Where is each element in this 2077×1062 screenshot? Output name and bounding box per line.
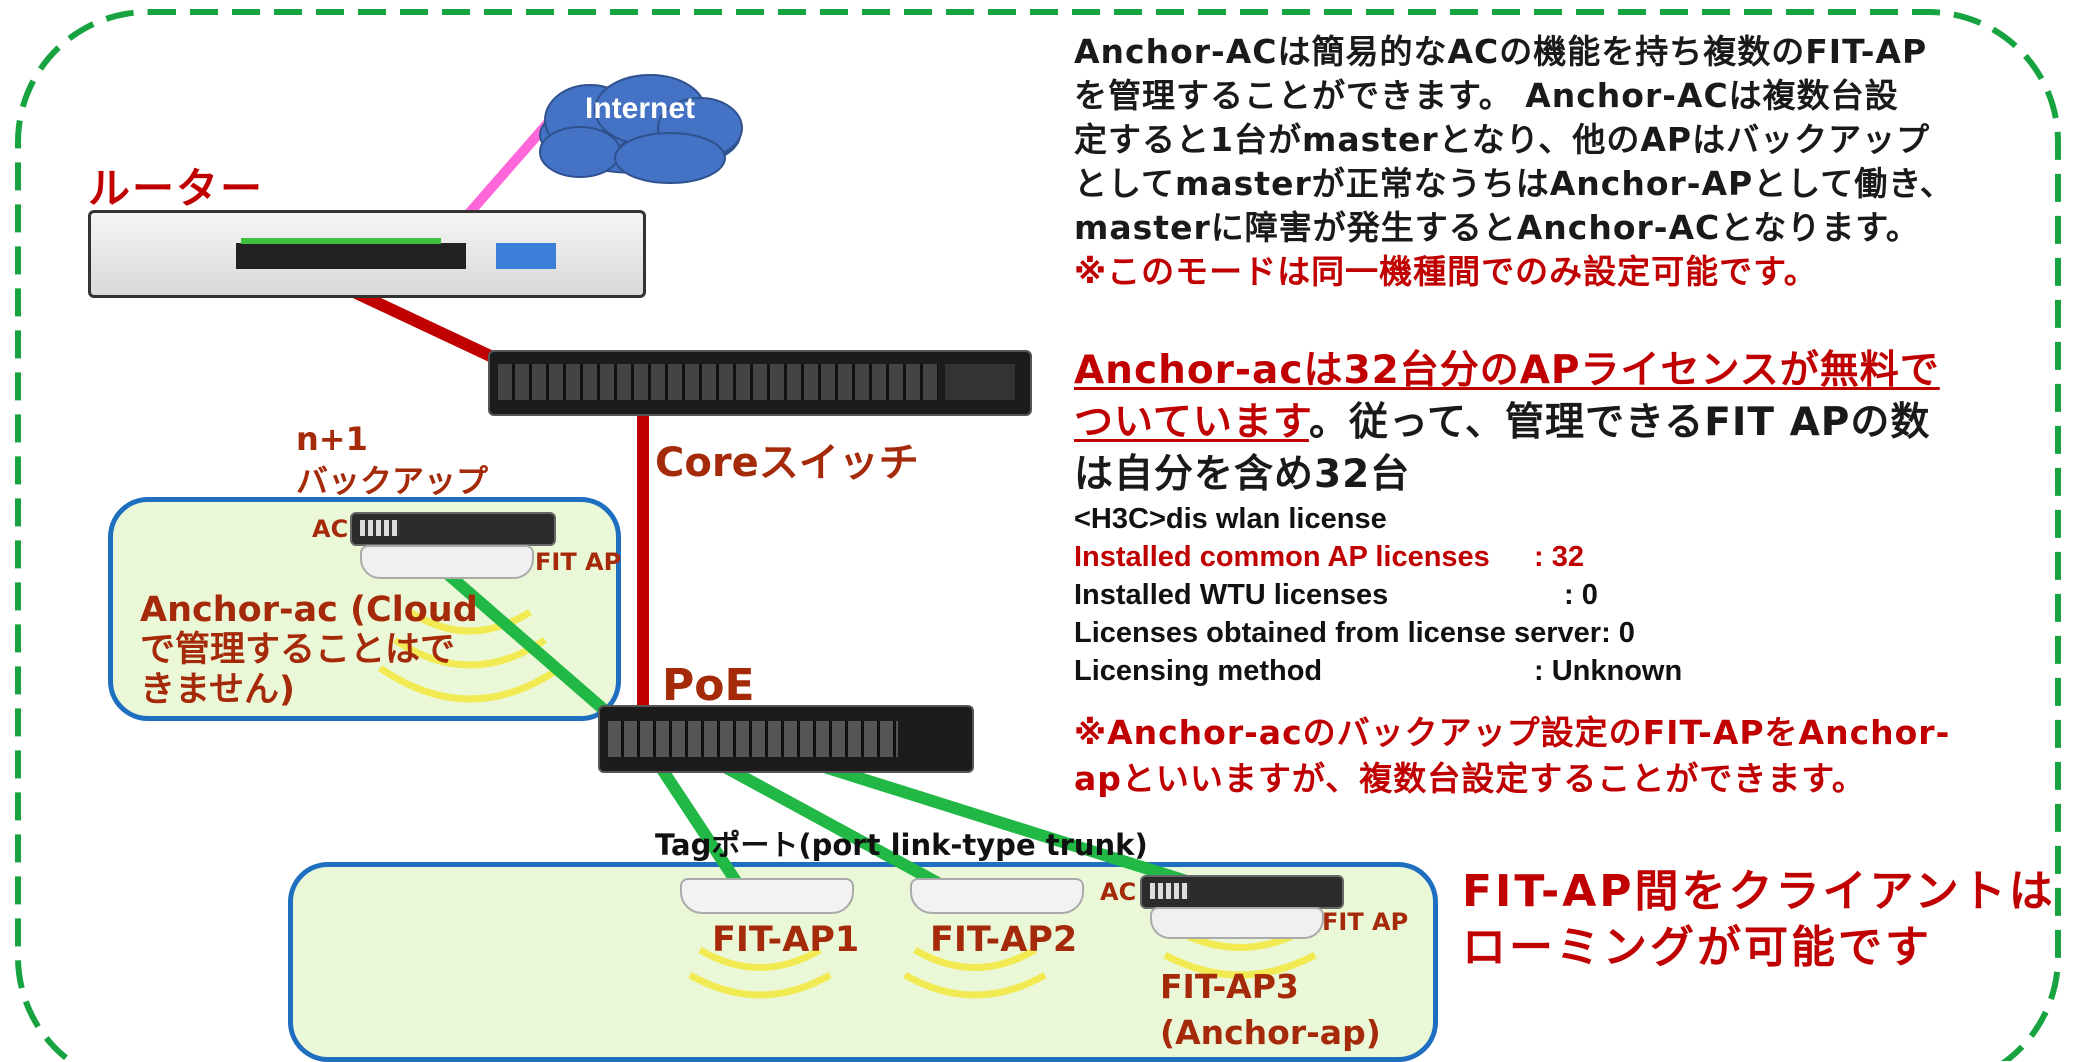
ap1-label: FIT-AP1 [712,920,860,960]
anchor-ap-note-line2: apといいますが、複数台設定することができます。 [1074,759,1866,798]
fit-ap3-device [1150,907,1324,939]
desc-line-4: としてmasterが正常なうちはAnchor-APとして働き、 [1074,164,1954,203]
router-led-panel [571,238,611,268]
router-label: ルーター [88,164,265,213]
license-highlight-1: Anchor-acは32台分のAPライセンスが無料で [1074,348,1940,393]
ap2-label: FIT-AP2 [930,920,1078,960]
cli-row-0-value: : 32 [1534,541,1584,573]
cli-command: <H3C>dis wlan license [1074,503,1387,535]
desc-line-2: を管理することができます。 Anchor-ACは複数台設 [1074,76,1899,115]
ap3-label-line1: FIT-AP3 [1160,967,1299,1006]
anchor-ac-label: AC [312,515,349,543]
anchor-ap-note-line1: ※Anchor-acのバックアップ設定のFIT-APをAnchor- [1074,713,1951,752]
core-switch-device [488,350,1032,416]
ap3-ac-device [1140,875,1344,909]
tag-port-label: Tagポート(port link-type trunk) [655,828,1148,862]
license-rest-1: 。従って、管理できるFIT APの数 [1308,400,1931,445]
cli-row-2: Licenses obtained from license server: 0 [1074,614,1974,652]
roaming-text: FIT-AP間をクライアントは ローミングが可能です [1462,864,2056,976]
cli-row-1: Installed WTU licenses : 0 [1074,576,1974,614]
router-port-leds [241,238,441,244]
cli-row-1-label: Installed WTU licenses [1074,579,1389,611]
fit-ap2-device [910,878,1084,914]
ap3-label: FIT-AP3 (Anchor-ap) [1160,964,1381,1056]
license-highlight-2: ついています [1074,400,1309,445]
anchor-caption-line3: きません) [140,670,295,710]
cli-row-3: Licensing method : Unknown [1074,652,1974,690]
ap3-ac-label: AC [1100,878,1137,906]
roaming-line1: FIT-AP間をクライアントは [1462,866,2056,917]
roaming-line2: ローミングが可能です [1462,922,1932,973]
cli-row-2-value: : 0 [1601,617,1635,649]
anchor-ac-device [350,512,556,546]
ap3-fitap-label: FIT AP [1322,908,1409,936]
cli-row-2-label: Licenses obtained from license server [1074,617,1602,649]
anchor-ac-ports [360,520,400,536]
core-label: Coreスイッチ [655,440,919,486]
cli-row-1-value: : 0 [1564,579,1598,611]
wifi-arcs-ap1 [688,946,832,999]
license-rest-2: は自分を含め32台 [1074,452,1411,497]
router-port-block [236,243,466,269]
outer-dashed-frame [15,9,2061,1061]
ap3-label-line2: (Anchor-ap) [1160,1013,1381,1052]
anchor-caption: Anchor-ac (Cloud で管理することはで きません) [140,590,478,710]
backup-label-line1: n+1 [296,420,368,458]
cli-row-3-label: Licensing method [1074,655,1323,687]
cli-row-3-value: : Unknown [1534,655,1683,687]
core-switch-ports [498,364,938,400]
core-switch-sfp [945,364,1015,400]
cli-row-0-label: Installed common AP licenses [1074,541,1490,573]
internet-label: Internet [584,92,695,125]
anchor-fit-ap-device [360,545,534,579]
license-paragraph: Anchor-acは32台分のAPライセンスが無料で ついています。従って、管理… [1074,345,2054,501]
router-device [88,210,646,298]
backup-label: n+1 バックアップ [296,418,488,502]
anchor-ap-note: ※Anchor-acのバックアップ設定のFIT-APをAnchor- apといい… [1074,710,1950,802]
desc-line-1: Anchor-ACは簡易的なACの機能を持ち複数のFIT-AP [1074,32,1928,71]
poe-switch-ports [608,721,898,757]
desc-line-5: masterに障害が発生するとAnchor-ACとなります。 [1074,208,1920,247]
desc-line-3: 定すると1台がmasterとなり、他のAPはバックアップ [1074,120,1931,159]
wifi-arcs-ap2 [903,946,1047,999]
backup-label-line2: バックアップ [296,462,489,500]
anchor-caption-line1: Anchor-ac (Cloud [140,590,478,630]
poe-switch-device [598,705,974,773]
anchor-caption-line2: で管理することはで [140,630,456,670]
cli-output: <H3C>dis wlan license Installed common A… [1074,500,1974,690]
poe-label: PoE [662,660,755,711]
cli-row-0: Installed common AP licenses : 32 [1074,538,1974,576]
description-paragraph: Anchor-ACは簡易的なACの機能を持ち複数のFIT-AP を管理することが… [1074,30,2034,294]
ap3-ac-ports [1150,883,1190,899]
router-sfp-port [496,243,556,269]
fit-ap1-device [680,878,854,914]
internet-cloud-icon [539,74,743,184]
desc-note: ※このモードは同一機種間でのみ設定可能です。 [1074,252,1818,291]
anchor-fitap-label: FIT AP [535,548,622,576]
